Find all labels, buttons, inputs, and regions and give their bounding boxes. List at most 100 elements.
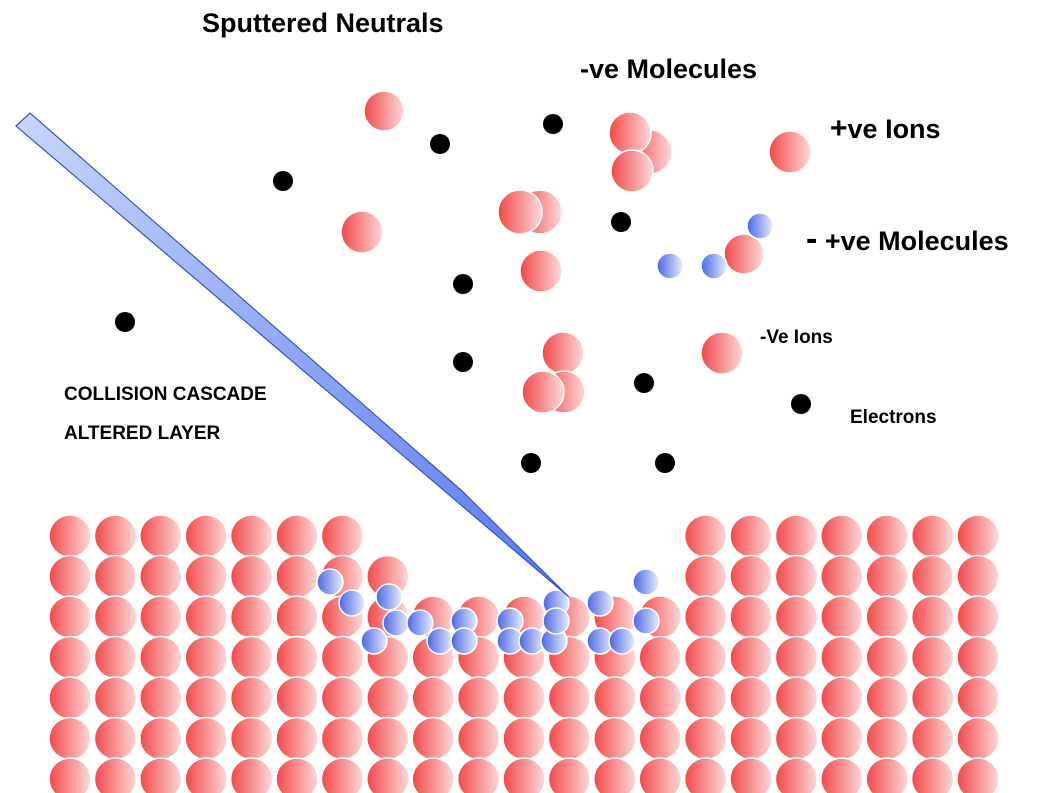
implanted-atoms bbox=[316, 568, 660, 655]
label-positive-molecules-text: +ve Molecules bbox=[824, 226, 1009, 256]
label-sputtered-neutrals: Sputtered Neutrals bbox=[202, 8, 444, 38]
substrate-atom bbox=[956, 635, 1000, 680]
sputtered-atom bbox=[363, 90, 405, 132]
substrate-atom bbox=[411, 757, 455, 793]
label-positive-ions-text: ve Ions bbox=[847, 114, 941, 144]
label-altered-layer: ALTERED LAYER bbox=[64, 423, 221, 444]
substrate-atom bbox=[320, 757, 365, 793]
sputtered-atom bbox=[700, 331, 744, 375]
substrate-atom bbox=[910, 716, 955, 761]
substrate-atom bbox=[820, 635, 864, 680]
substrate-atom bbox=[139, 514, 183, 558]
substrate-atom bbox=[865, 716, 909, 761]
substrate-atom bbox=[48, 757, 92, 793]
substrate-atom bbox=[411, 676, 455, 720]
substrate-atom bbox=[184, 716, 228, 761]
implanted-atom bbox=[316, 568, 344, 596]
substrate-atom bbox=[139, 635, 183, 680]
substrate-atom bbox=[366, 716, 410, 761]
electron-dot bbox=[453, 274, 473, 294]
electron-dot bbox=[634, 373, 654, 393]
substrate-atom bbox=[865, 676, 909, 720]
substrate-atom bbox=[229, 635, 274, 680]
substrate-atom bbox=[956, 676, 1000, 720]
substrate-atom bbox=[184, 635, 228, 680]
label-electrons: Electrons bbox=[850, 407, 937, 428]
implanted-atom bbox=[382, 609, 410, 637]
substrate-atom bbox=[93, 595, 138, 639]
substrate-atom bbox=[456, 676, 501, 720]
substrate-atom bbox=[820, 716, 864, 761]
substrate-atom bbox=[729, 514, 773, 558]
substrate-atom bbox=[956, 554, 1000, 599]
substrate-atom bbox=[865, 635, 909, 680]
substrate-atom bbox=[593, 676, 637, 720]
substrate-atom bbox=[956, 716, 1000, 761]
substrate-atom bbox=[865, 514, 909, 558]
substrate-atom bbox=[593, 716, 637, 761]
substrate-atom bbox=[93, 514, 138, 558]
substrate-atom bbox=[865, 757, 909, 793]
substrate-atom bbox=[910, 595, 955, 639]
substrate-atom bbox=[774, 554, 819, 599]
substrate-atom bbox=[229, 676, 274, 720]
sputtered-atom bbox=[497, 189, 543, 235]
substrate-atom bbox=[729, 676, 773, 720]
substrate-atom bbox=[184, 757, 228, 793]
label-positive-molecules: - +ve Molecules bbox=[806, 222, 1009, 256]
substrate-atom bbox=[638, 635, 682, 680]
ion-beam-wedge bbox=[15, 112, 570, 598]
substrate-atom bbox=[320, 514, 365, 558]
substrate-atom bbox=[820, 757, 864, 793]
ion-atom bbox=[700, 252, 728, 280]
implanted-atom bbox=[426, 627, 454, 655]
substrate-atom bbox=[139, 676, 183, 720]
substrate-atom bbox=[683, 635, 728, 680]
substrate-atom bbox=[93, 757, 138, 793]
substrate-atom bbox=[229, 595, 274, 639]
substrate-atom bbox=[48, 554, 92, 599]
substrate-atom bbox=[184, 595, 228, 639]
implanted-atom bbox=[450, 627, 478, 655]
substrate-atom bbox=[366, 757, 410, 793]
implanted-atom bbox=[360, 627, 388, 655]
substrate-atom bbox=[638, 716, 682, 761]
substrate-atom bbox=[683, 757, 728, 793]
substrate-atom bbox=[275, 554, 319, 599]
substrate-atom bbox=[683, 514, 728, 558]
substrate-atom bbox=[456, 757, 501, 793]
substrate-atom bbox=[820, 676, 864, 720]
substrate-atom bbox=[910, 635, 955, 680]
electron-dot bbox=[453, 352, 473, 372]
implanted-atom bbox=[375, 583, 403, 611]
substrate-atom bbox=[275, 716, 319, 761]
electron-dot bbox=[521, 453, 541, 473]
substrate-atom bbox=[820, 595, 864, 639]
electron-dot bbox=[543, 114, 563, 134]
substrate-atom bbox=[774, 676, 819, 720]
implanted-atom bbox=[632, 568, 660, 596]
sputtered-particles bbox=[340, 90, 812, 414]
substrate-atom bbox=[729, 757, 773, 793]
substrate-atom bbox=[547, 716, 592, 761]
substrate-atom bbox=[956, 595, 1000, 639]
substrate-atom bbox=[366, 676, 410, 720]
substrate-atom bbox=[184, 514, 228, 558]
substrate-atom bbox=[139, 554, 183, 599]
label-positive-ions: +ve Ions bbox=[830, 114, 941, 144]
substrate-atom bbox=[683, 595, 728, 639]
electron-dot bbox=[115, 312, 135, 332]
implanted-atom bbox=[542, 607, 570, 635]
electron-dot bbox=[655, 453, 675, 473]
substrate-atom bbox=[229, 554, 274, 599]
implanted-atom bbox=[632, 607, 660, 635]
substrate-atom bbox=[139, 757, 183, 793]
label-negative-ions: -Ve Ions bbox=[760, 327, 833, 348]
sputtered-atom bbox=[541, 331, 585, 375]
substrate-atom bbox=[683, 716, 728, 761]
substrate-atom bbox=[910, 757, 955, 793]
substrate-atom bbox=[865, 554, 909, 599]
substrate-atom bbox=[729, 716, 773, 761]
